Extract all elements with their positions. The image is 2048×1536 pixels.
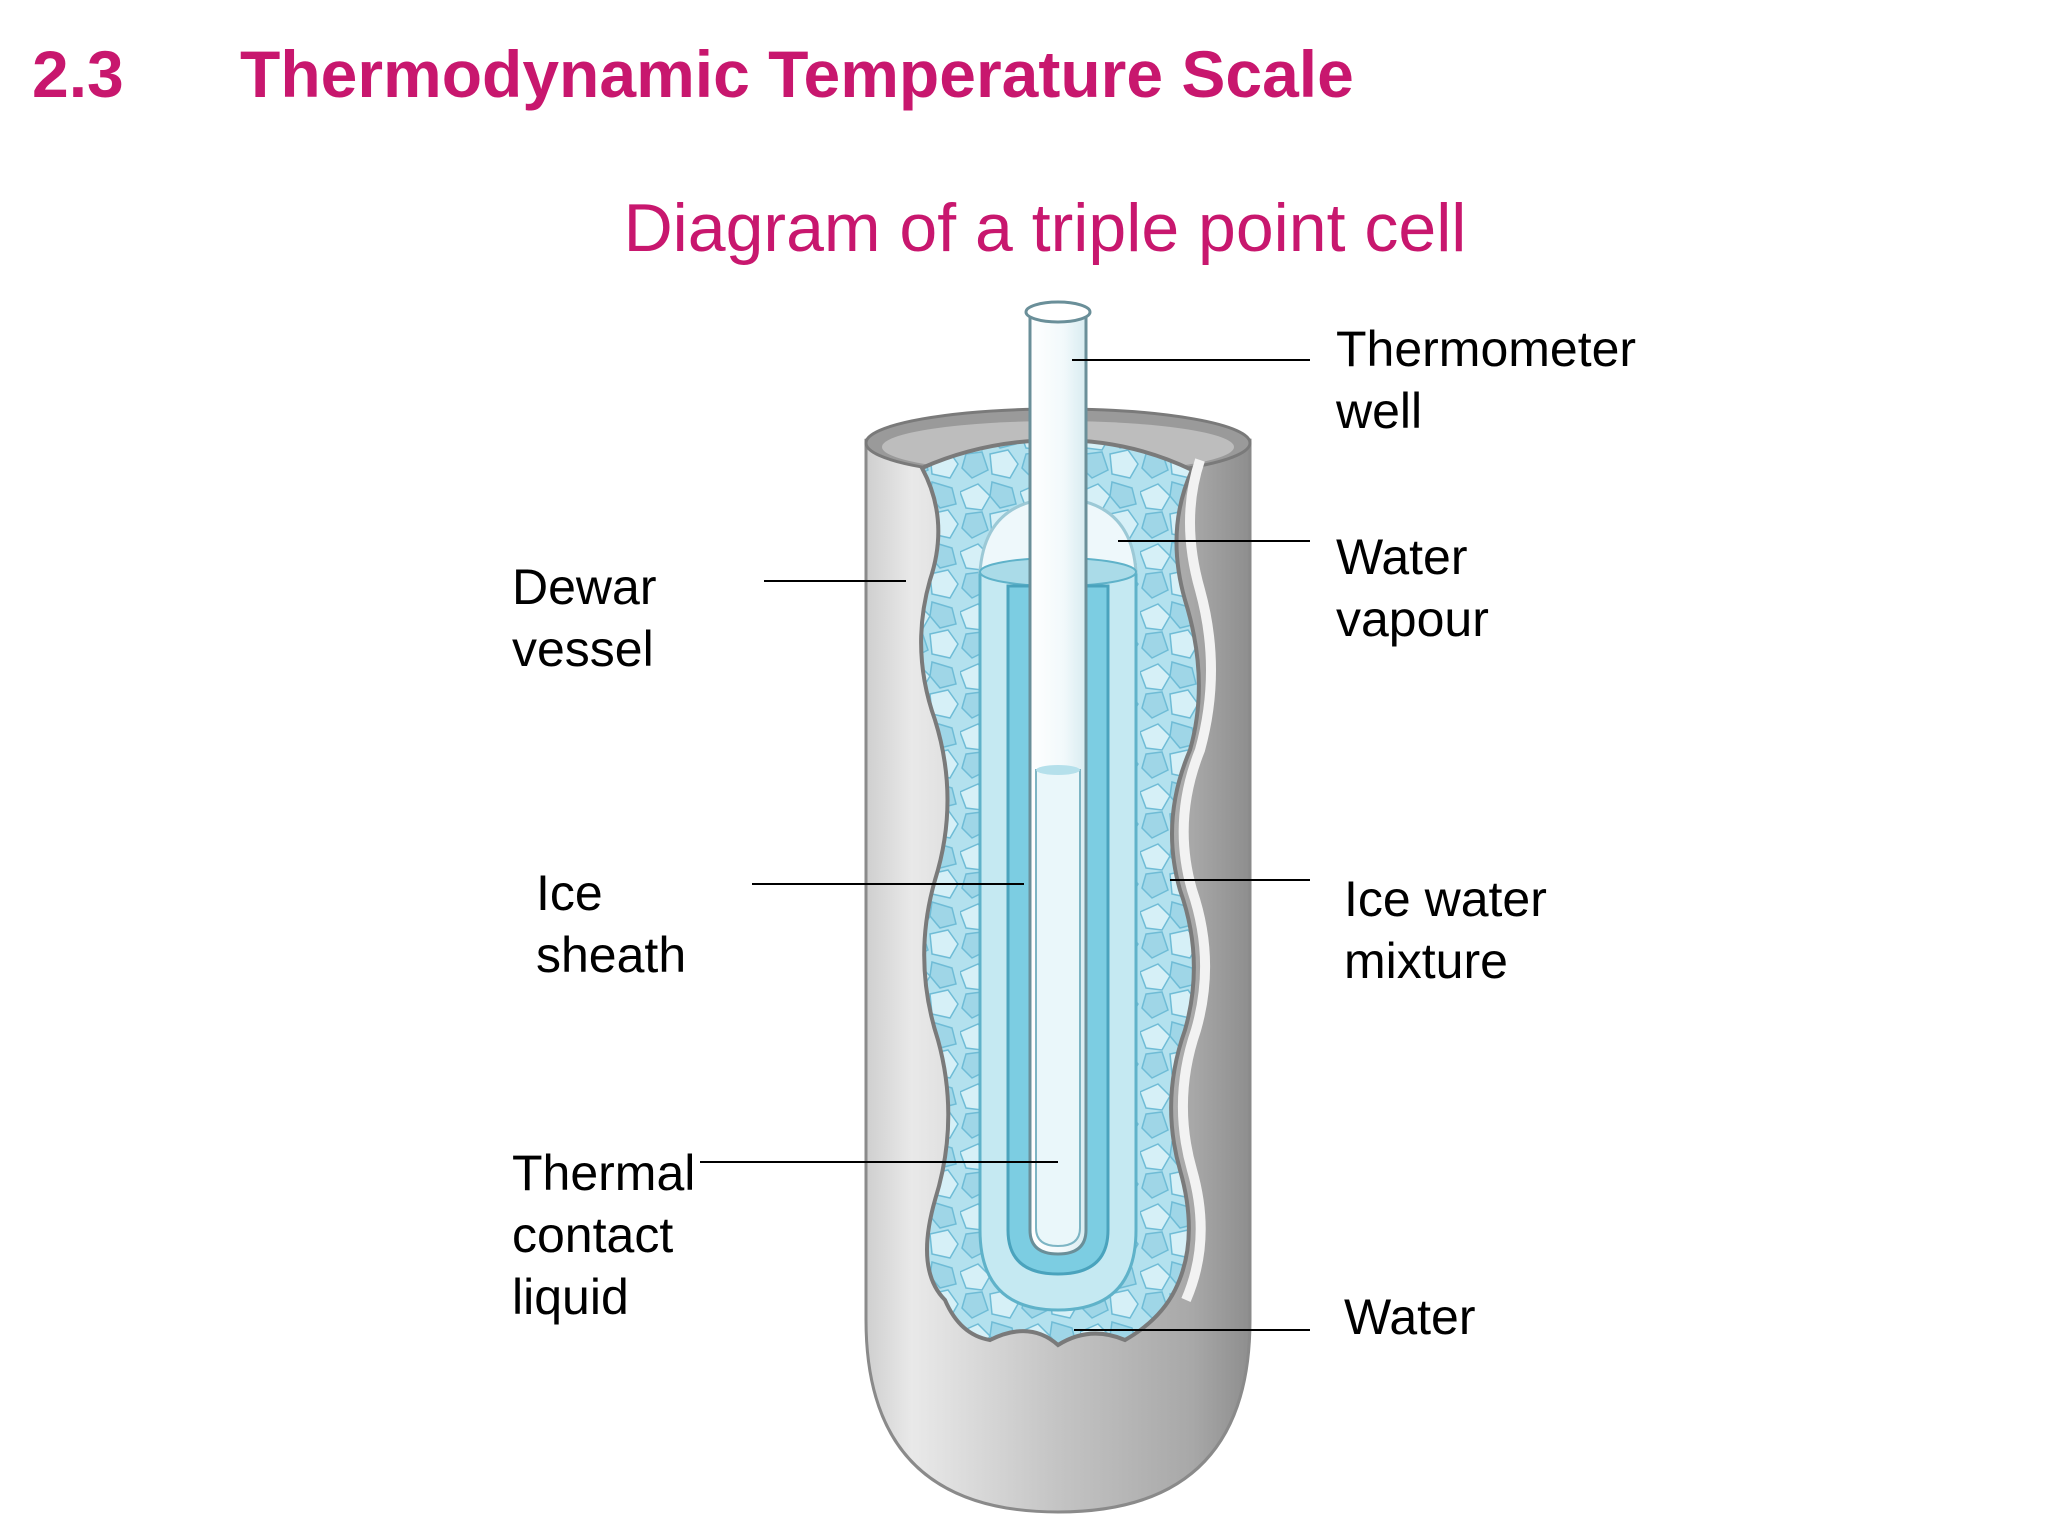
thermal-contact-liquid-region bbox=[1035, 769, 1081, 1248]
section-number: 2.3 bbox=[32, 37, 124, 111]
section-title: Thermodynamic Temperature Scale bbox=[240, 37, 1354, 111]
diagram-title: Diagram of a triple point cell bbox=[623, 190, 1467, 266]
label-thermal-contact-liquid: Thermal contact liquid bbox=[512, 1145, 696, 1325]
label-water-vapour: Water vapour bbox=[1336, 529, 1489, 647]
label-water: Water bbox=[1344, 1289, 1476, 1345]
label-dewar-vessel: Dewar vessel bbox=[512, 559, 657, 677]
label-ice-sheath: Ice sheath bbox=[536, 865, 687, 983]
thermometer-well-opening bbox=[1024, 300, 1092, 324]
label-thermometer-well: Thermometer well bbox=[1336, 321, 1637, 439]
label-ice-water-mixture: Ice water mixture bbox=[1344, 871, 1547, 989]
